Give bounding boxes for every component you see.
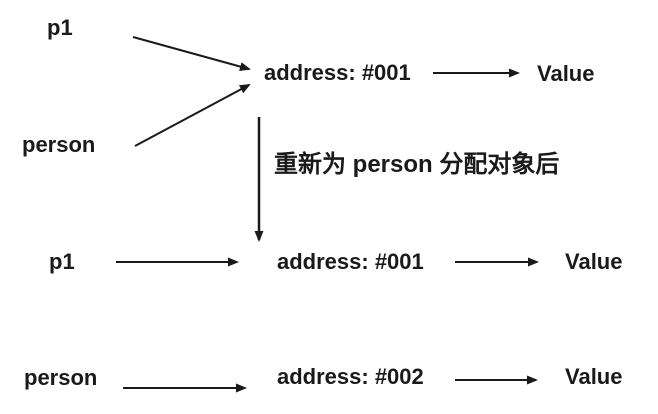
after-p1-value-label: Value <box>565 249 623 274</box>
after-p1-label: p1 <box>49 249 75 274</box>
before-value-label: Value <box>537 61 595 86</box>
after-person-value-label: Value <box>565 364 623 389</box>
arrow-p1-to-address001-before-icon <box>132 36 251 71</box>
reassign-transition-label: 重新为 person 分配对象后 <box>274 151 560 178</box>
after-p1-address-001-label: address: #001 <box>277 249 424 274</box>
before-person-label: person <box>22 132 96 157</box>
before-p1-label: p1 <box>47 15 73 40</box>
before-address-001-label: address: #001 <box>264 60 411 85</box>
after-person-address-002-label: address: #002 <box>277 364 424 389</box>
after-person-label: person <box>24 365 98 390</box>
arrow-person-to-address001-before-icon <box>134 84 251 147</box>
